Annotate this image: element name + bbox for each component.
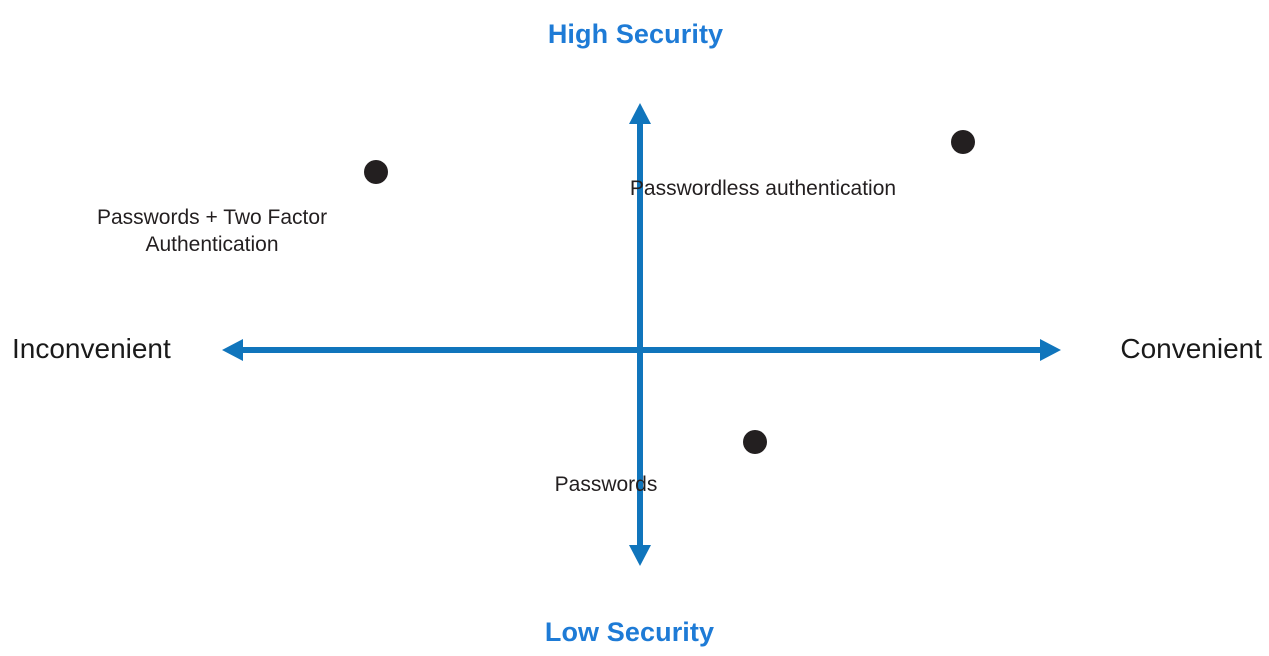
up-arrowhead-icon xyxy=(629,103,651,124)
right-arrowhead-icon xyxy=(1040,339,1061,361)
data-point-marker xyxy=(951,130,975,154)
data-point-marker xyxy=(743,430,767,454)
axis-title-low-security: Low Security xyxy=(544,617,715,647)
down-arrowhead-icon xyxy=(629,545,651,566)
axis-label-inconvenient: Inconvenient xyxy=(12,333,171,364)
axis-label-convenient: Convenient xyxy=(1120,333,1262,364)
left-arrowhead-icon xyxy=(222,339,243,361)
vertical-axis-line xyxy=(637,116,643,554)
data-point-label: Passwords + Two Factor Authentication xyxy=(96,206,328,256)
data-point-label: Passwords xyxy=(554,473,658,496)
data-point-label: Passwordless authentication xyxy=(629,177,897,200)
axis-title-high-security: High Security xyxy=(547,19,724,49)
data-point-marker xyxy=(364,160,388,184)
